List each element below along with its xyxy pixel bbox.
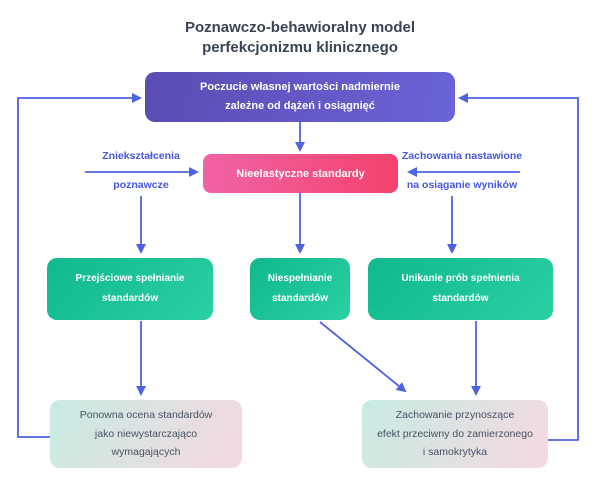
node-transient-meeting-standards: Przejściowe spełnianie standardów (47, 258, 213, 320)
edge-label-cognitive-distortions-line2: poznawcze (113, 179, 169, 191)
node-inflexible-standards: Nieelastyczne standardy (203, 154, 398, 193)
node-avoiding-attempts: Unikanie prób spełnienia standardów (368, 258, 553, 320)
edge-failure-to-counterproductive (319, 321, 407, 393)
node-counterproductive-behavior: Zachowanie przynoszące efekt przeciwny d… (362, 400, 548, 468)
edge-label-performance-behaviors-line2: na osiąganie wyników (406, 179, 518, 191)
edge-label-performance-behaviors-line1: Zachowania nastawione (401, 150, 523, 162)
node-failing-standards: Niespełnianie standardów (250, 258, 350, 320)
node-self-worth: Poczucie własnej wartości nadmiernie zal… (145, 72, 455, 122)
node-standards-reappraisal: Ponowna ocena standardów jako niewystarc… (50, 400, 242, 468)
diagram-title: Poznawczo-behawioralny model perfekcjoni… (184, 19, 416, 57)
edge-label-cognitive-distortions-line1: Zniekształcenia (102, 150, 180, 162)
